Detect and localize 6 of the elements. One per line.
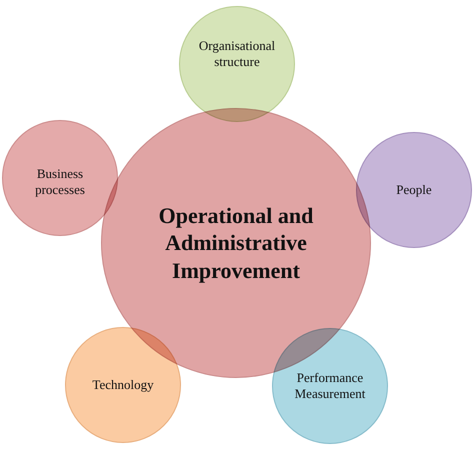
node-label: Performance Measurement: [294, 370, 366, 402]
node-label: Technology: [92, 376, 154, 394]
node-label: People: [396, 182, 432, 198]
node-label: Business processes: [34, 166, 86, 198]
node-label: Organisational structure: [198, 38, 276, 70]
center-title: Operational and Administrative Improvement: [158, 202, 314, 284]
